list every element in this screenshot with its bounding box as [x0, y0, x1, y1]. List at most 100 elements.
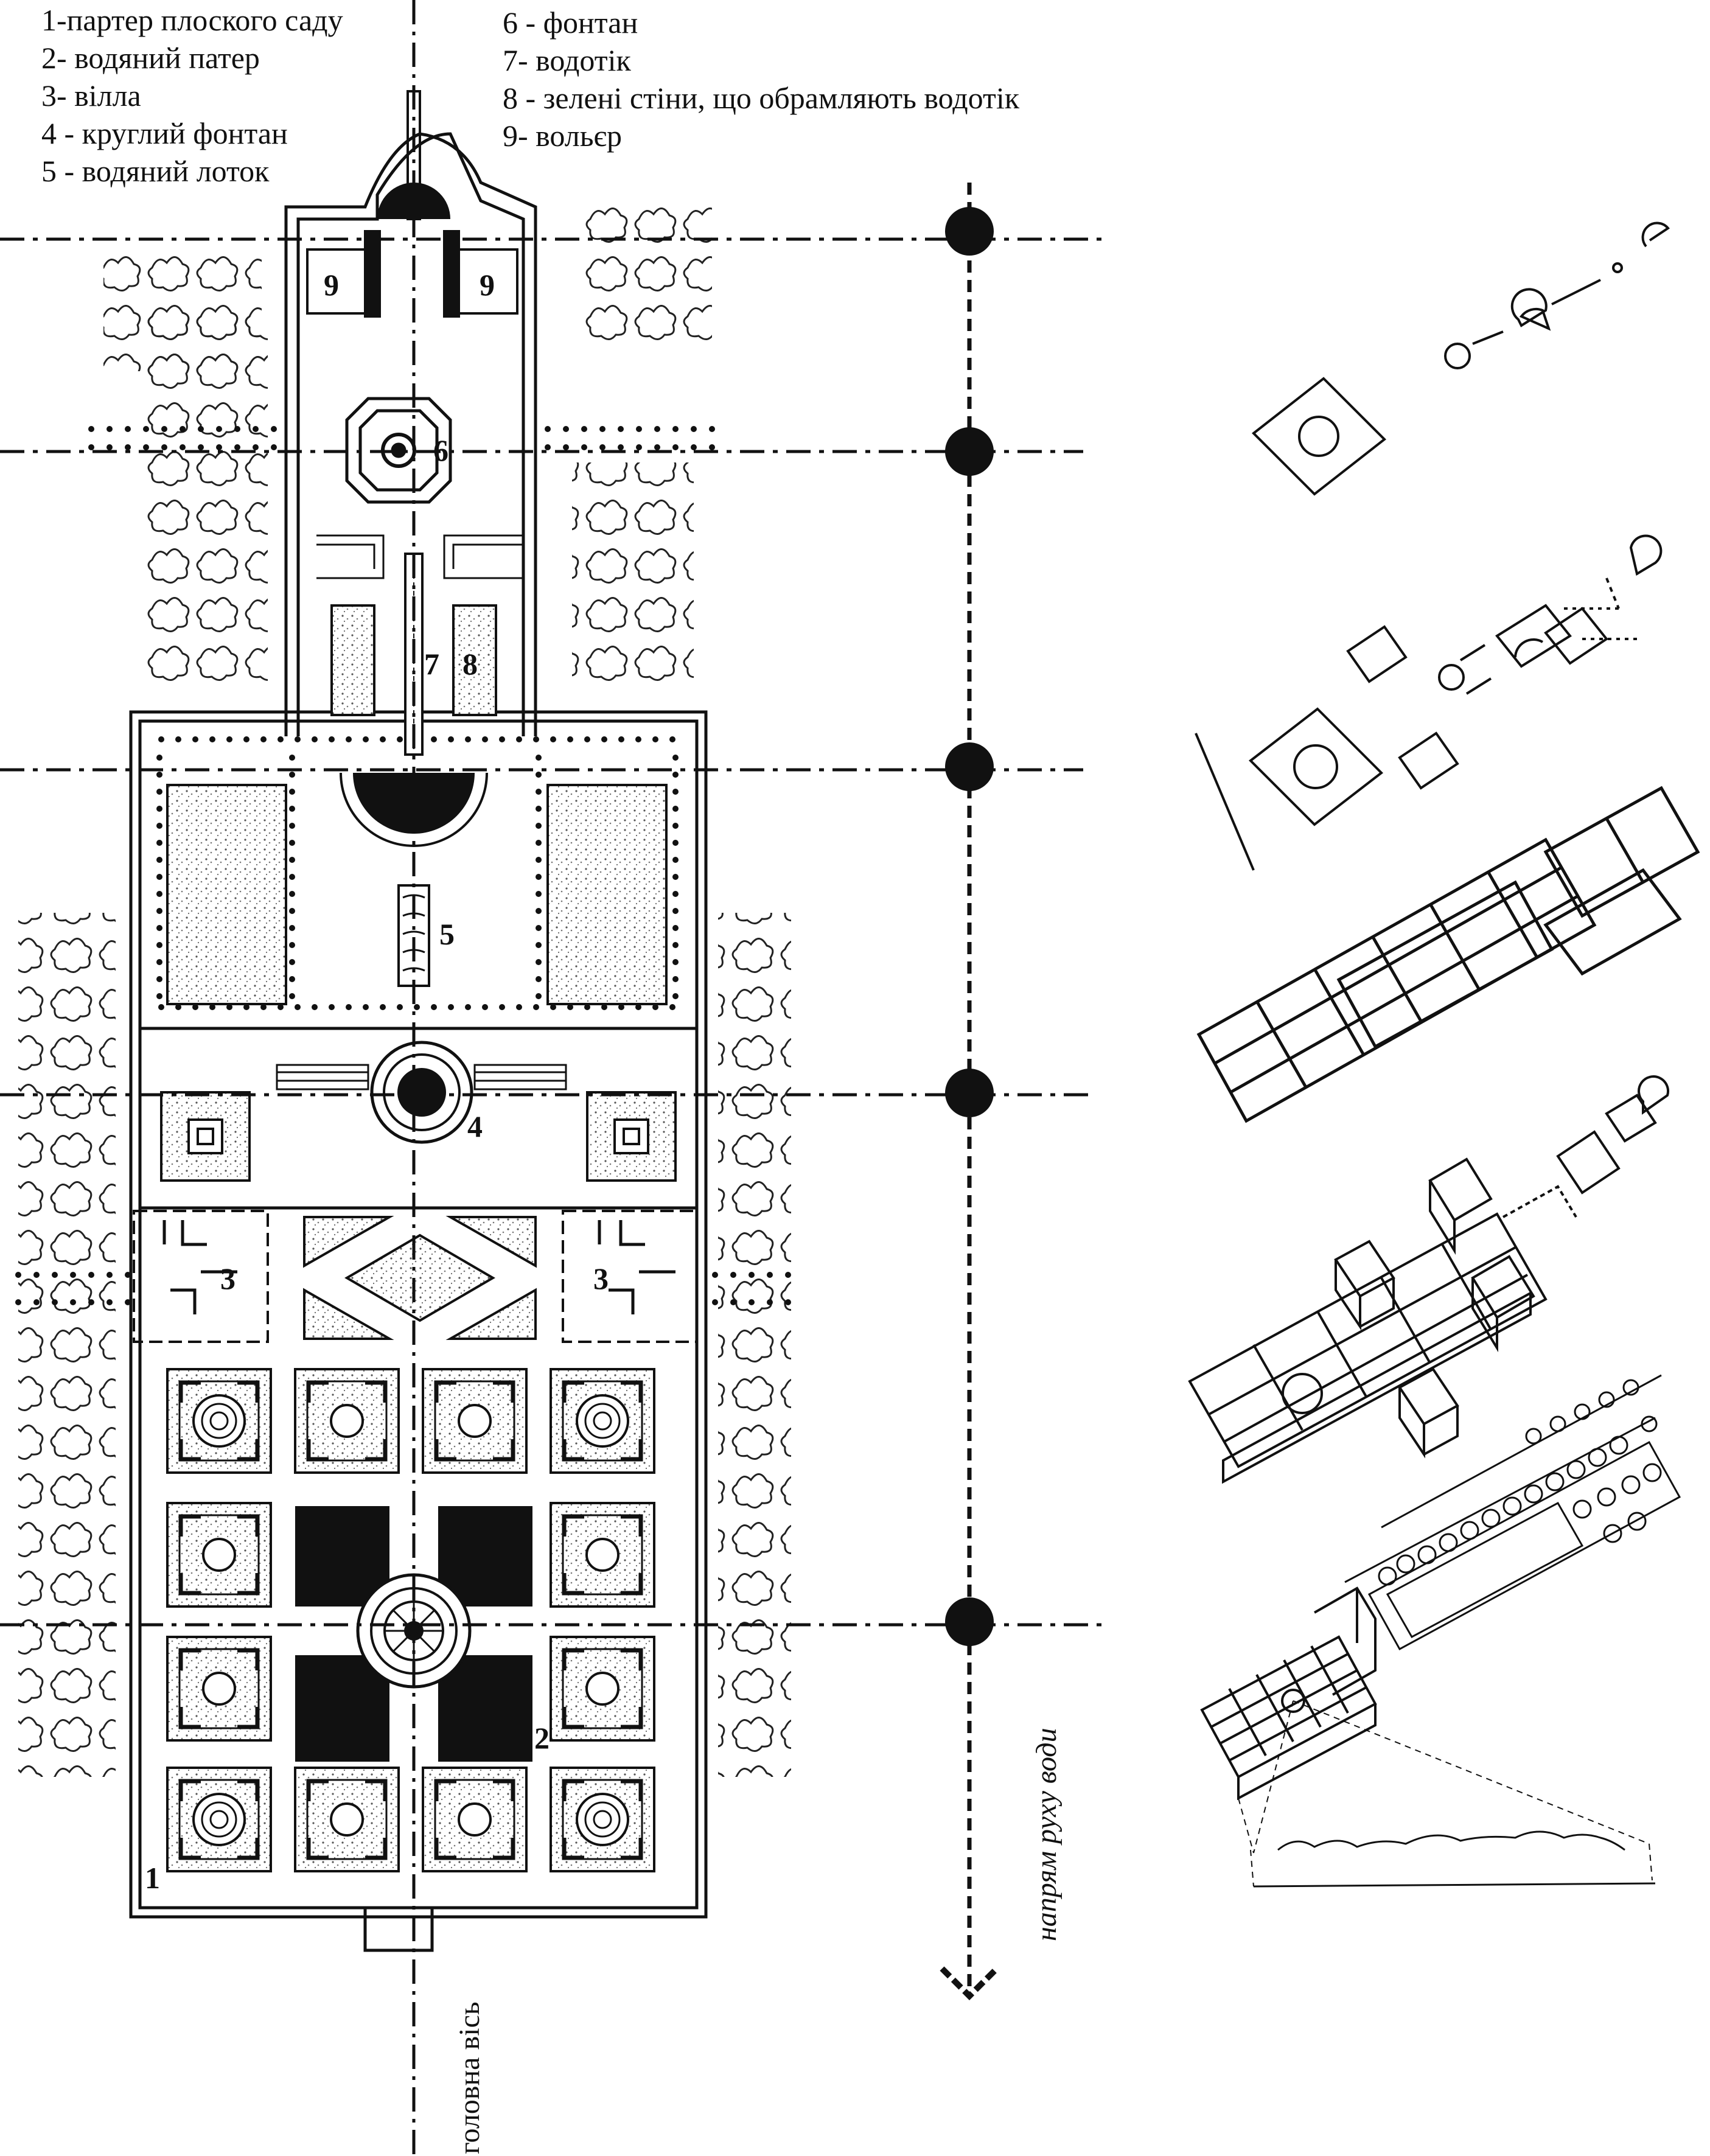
tree-dot	[380, 736, 386, 742]
parterre-bed	[166, 1368, 272, 1474]
tree-dot	[672, 874, 679, 880]
tree-dot	[672, 925, 679, 931]
tree-dot	[15, 1272, 21, 1278]
tree-dot	[156, 789, 162, 795]
tree-dot	[536, 925, 542, 931]
tree-dot	[156, 857, 162, 863]
plan-label-8: 8	[462, 647, 478, 681]
tree-dot	[584, 1004, 590, 1010]
tree-dot	[33, 1272, 40, 1278]
tree-dot	[106, 1272, 113, 1278]
tree-dot	[156, 976, 162, 982]
tree-dot	[672, 840, 679, 846]
axon-trees	[1378, 1379, 1662, 1586]
tree-dot	[88, 426, 94, 432]
section-marker-3	[945, 742, 994, 791]
tree-dot	[289, 942, 295, 948]
tree-dot	[618, 444, 624, 450]
tree-dot	[180, 426, 186, 432]
tree-dot	[652, 1004, 658, 1010]
tree-dot	[234, 426, 240, 432]
tree-dot	[380, 1004, 386, 1010]
tree-dot	[156, 993, 162, 999]
tree-dot	[581, 444, 587, 450]
tree-masses	[18, 195, 791, 1777]
tree-dot	[563, 426, 569, 432]
tree-dot	[536, 840, 542, 846]
fountain-terrace-stairs	[276, 1064, 567, 1090]
tree-dot	[125, 1272, 131, 1278]
legend-item-8: 8 - зелені стіни, що обрамляють водотік	[503, 81, 1020, 115]
tree-dot	[672, 789, 679, 795]
tree-dot	[329, 736, 335, 742]
tree-dot	[672, 806, 679, 812]
plan-label-7: 7	[424, 647, 439, 681]
tree-dot	[533, 1004, 539, 1010]
tree-dot	[156, 874, 162, 880]
tree-dot	[672, 959, 679, 965]
tree-dot	[669, 1004, 675, 1010]
legend-item-1: 1-партер плоского саду	[41, 3, 343, 37]
tree-dot	[536, 789, 542, 795]
tree-dot	[465, 736, 471, 742]
tree-dot	[749, 1299, 755, 1305]
parterre-bed	[166, 1502, 272, 1608]
plan-number-labels: 9 9 6 7 8 5 4 3 3 2 1	[145, 268, 609, 1895]
tree-dot	[192, 736, 198, 742]
tree-dot	[536, 857, 542, 863]
terrace-stairs	[316, 534, 523, 579]
section-marker-4	[945, 1069, 994, 1117]
tree-dot	[397, 736, 403, 742]
tree-dot	[156, 908, 162, 914]
tree-dot	[289, 908, 295, 914]
tree-dot	[161, 444, 167, 450]
tree-dot	[709, 426, 715, 432]
plan-label-2: 2	[534, 1721, 550, 1755]
plan-label-9-right: 9	[480, 268, 495, 302]
section-marker-5	[945, 1597, 994, 1646]
tree-dot	[158, 736, 164, 742]
legend-left: 1-партер плоского саду 2- водяний патер …	[41, 1, 343, 190]
tree-dot	[161, 426, 167, 432]
tree-dot	[52, 1299, 58, 1305]
tree-dot	[363, 1004, 369, 1010]
tree-dot	[654, 426, 660, 432]
tree-dot	[618, 736, 624, 742]
flat-garden-parterre-1	[166, 1368, 655, 1872]
villas-3	[133, 1210, 698, 1343]
tree-dot	[691, 426, 697, 432]
tree-dot	[536, 993, 542, 999]
plan-label-1: 1	[145, 1861, 160, 1895]
tree-dot	[226, 1004, 232, 1010]
tree-dot	[70, 1272, 76, 1278]
tree-dot	[289, 789, 295, 795]
tree-dot	[260, 736, 267, 742]
parterre-bed	[294, 1368, 400, 1474]
tree-dot	[712, 1272, 718, 1278]
tree-dot	[482, 736, 488, 742]
tree-dot	[397, 1004, 403, 1010]
tree-dot	[536, 959, 542, 965]
main-axis-label: головна вісь	[453, 2001, 486, 2154]
tree-dot	[536, 942, 542, 948]
tree-dot	[767, 1272, 773, 1278]
tree-dot	[672, 993, 679, 999]
tree-dot	[499, 736, 505, 742]
tree-dot	[216, 444, 222, 450]
tree-dot	[289, 976, 295, 982]
tree-dot	[672, 976, 679, 982]
tree-dot	[289, 755, 295, 761]
tree-dot	[672, 857, 679, 863]
tree-dot	[499, 1004, 505, 1010]
tree-dot	[691, 444, 697, 450]
tree-dot	[785, 1272, 791, 1278]
tree-dot	[143, 426, 149, 432]
legend-item-7: 7- водотік	[503, 43, 631, 77]
tree-avenues	[15, 426, 791, 1305]
tree-dot	[654, 444, 660, 450]
tree-dot	[563, 444, 569, 450]
tree-dot	[414, 1004, 420, 1010]
tree-dot	[448, 1004, 454, 1010]
tree-dot	[669, 736, 675, 742]
tree-dot	[15, 1299, 21, 1305]
